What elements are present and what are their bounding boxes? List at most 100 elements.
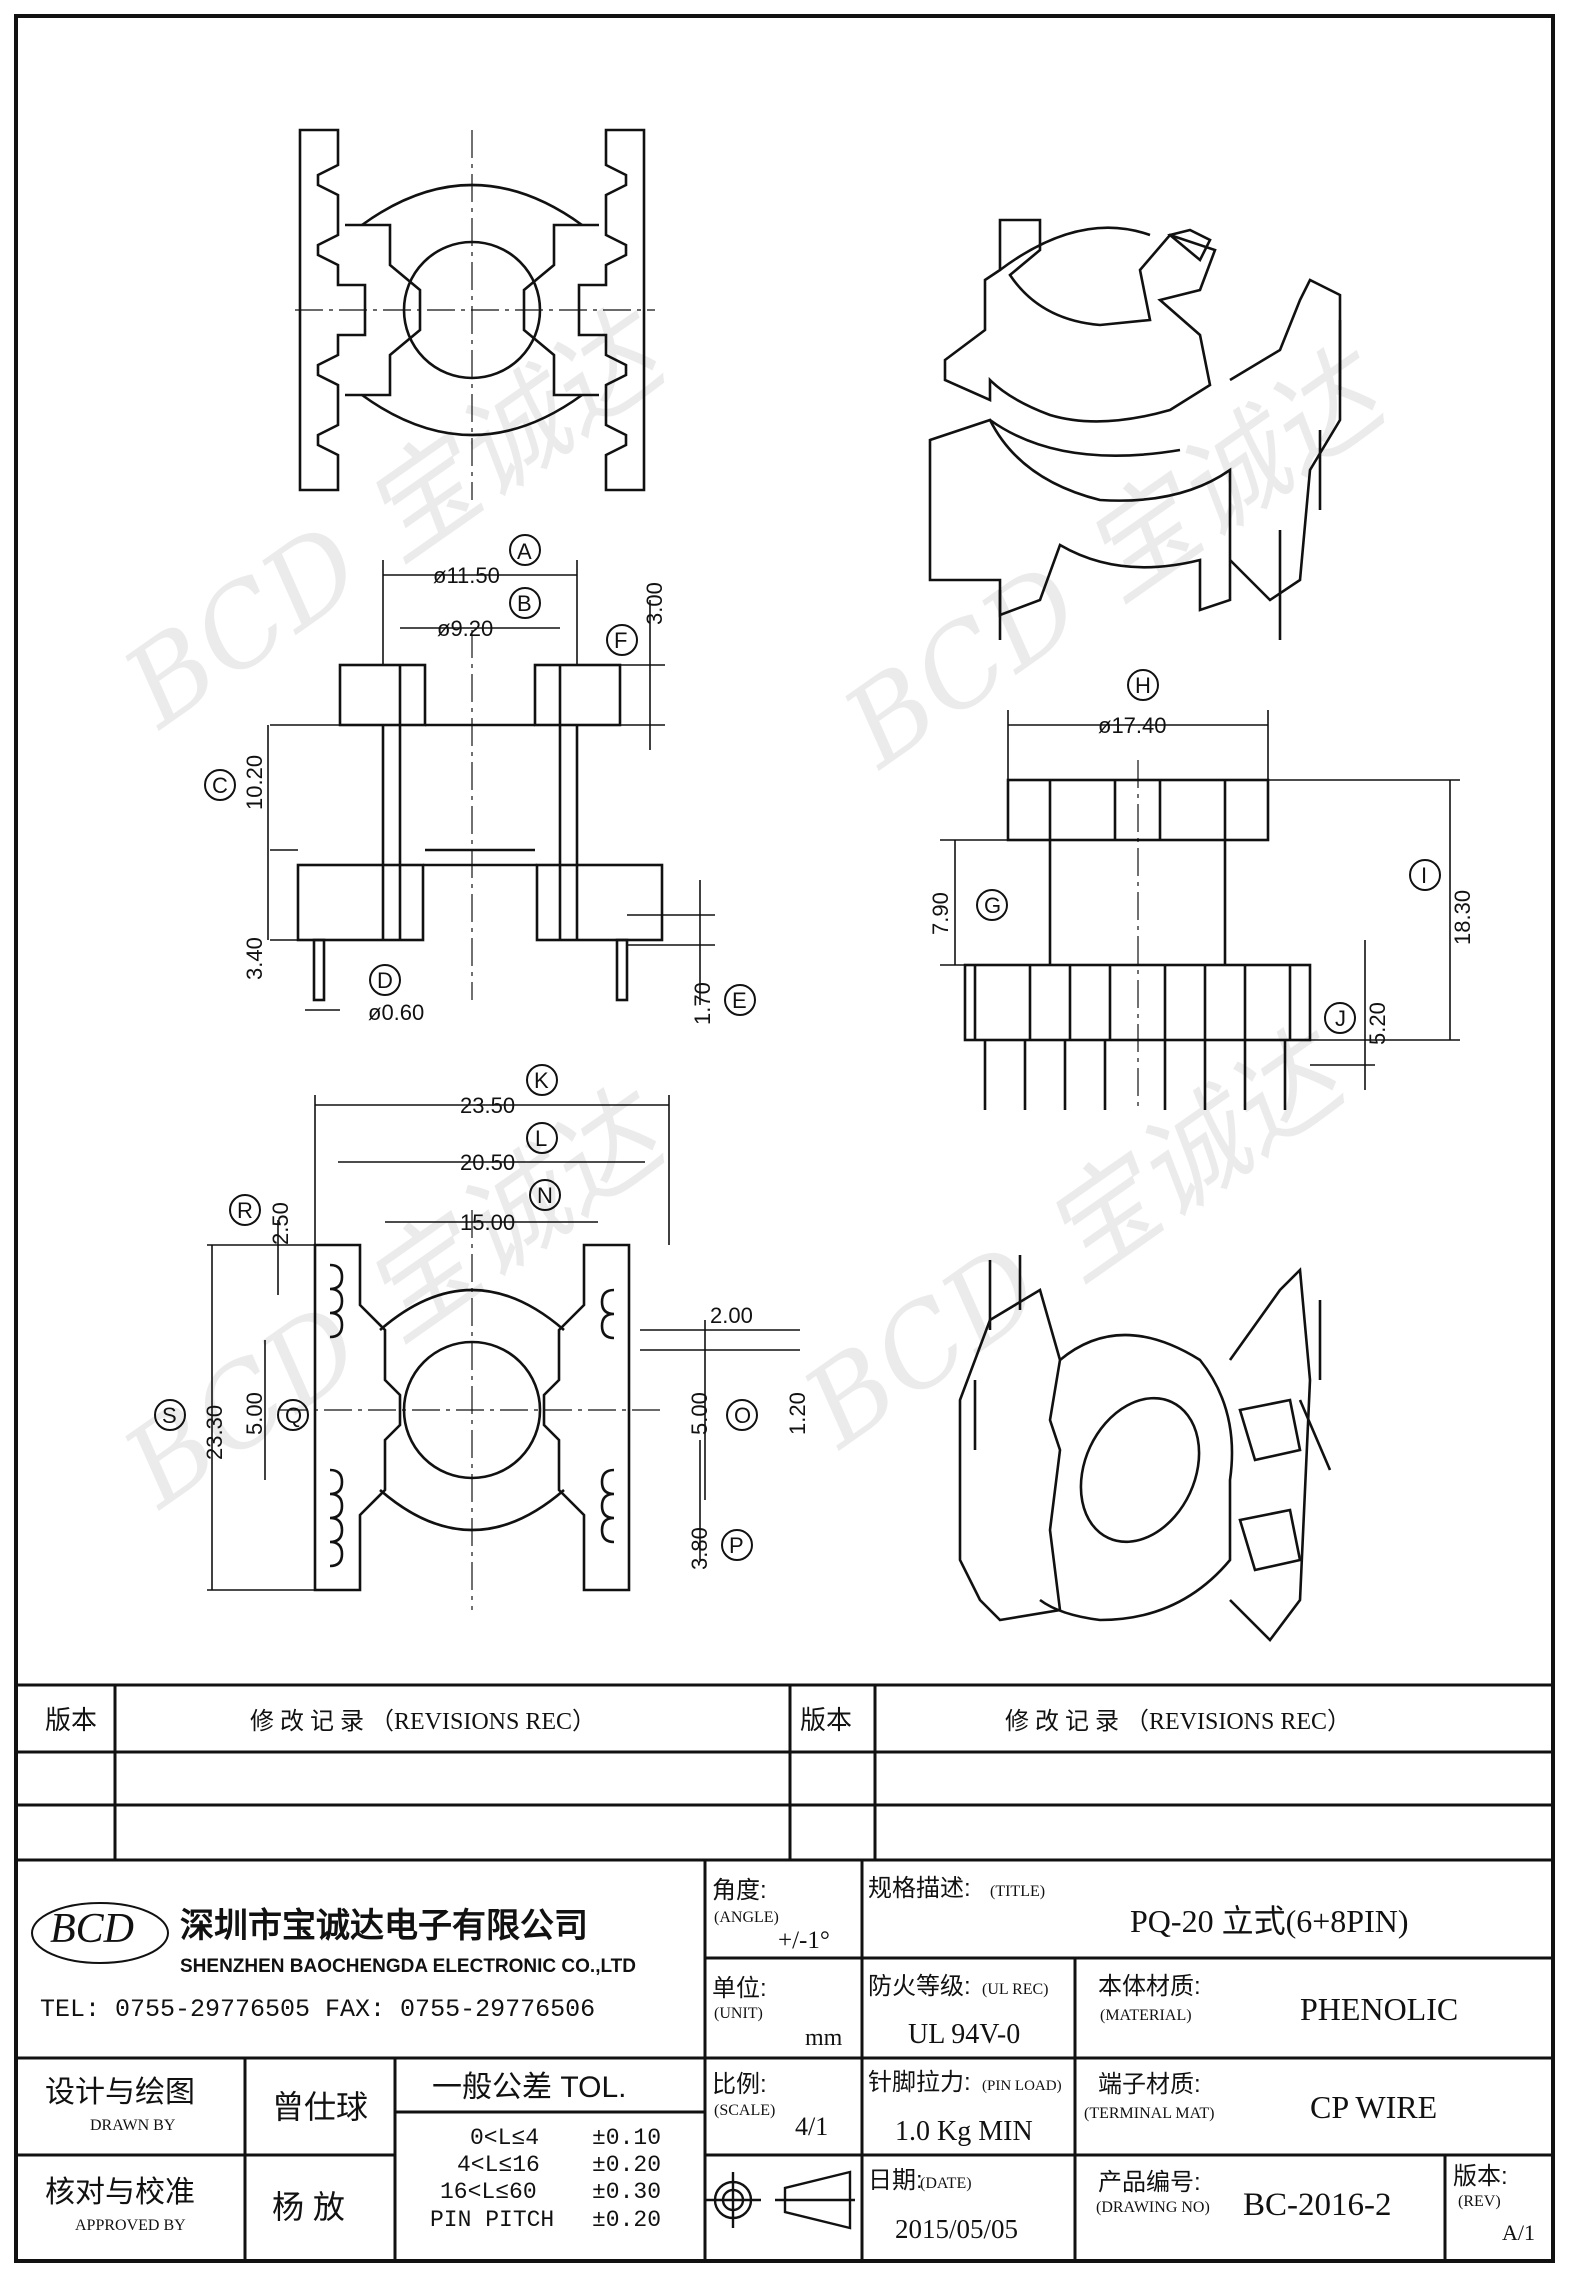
unit-label-en: (UNIT) xyxy=(714,2005,763,2022)
date-value: 2015/05/05 xyxy=(895,2214,1018,2244)
dim-b-value: ø9.20 xyxy=(437,616,493,641)
dim-f-marker xyxy=(606,624,638,656)
terminal-value: CP WIRE xyxy=(1310,2089,1437,2125)
angle-label-en: (ANGLE) xyxy=(714,1909,779,1926)
drawing-label-en: (DRAWING NO) xyxy=(1096,2199,1210,2216)
approved-label-en: APPROVED BY xyxy=(75,2217,186,2234)
dim-i-marker xyxy=(1409,859,1441,891)
scale-label-en: (SCALE) xyxy=(714,2102,775,2119)
svg-text:BCD: BCD xyxy=(50,1906,134,1952)
unit-label: 单位: xyxy=(712,1975,767,2002)
dim-g-marker xyxy=(976,889,1008,921)
dim-pitch-extra-value: 2.00 xyxy=(710,1303,753,1328)
rev-value: A/1 xyxy=(1502,2220,1535,2245)
company-name-en: SHENZHEN BAOCHENGDA ELECTRONIC CO.,LTD xyxy=(180,1956,636,1977)
dim-a-letter: A xyxy=(517,539,532,564)
dim-b-marker xyxy=(509,587,541,619)
title-value: PQ-20 立式(6+8PIN) xyxy=(1130,1903,1409,1939)
unit-value: mm xyxy=(805,2025,843,2051)
material-label: 本体材质: xyxy=(1098,1973,1201,2000)
dim-q-letter: Q xyxy=(285,1403,302,1428)
dim-d-value: ø0.60 xyxy=(368,1000,424,1025)
dim-h-marker xyxy=(1127,669,1159,701)
dim-h-letter: H xyxy=(1135,673,1151,698)
dim-p-marker xyxy=(721,1529,753,1561)
dim-l-marker xyxy=(526,1122,558,1154)
ul-label: 防火等级: xyxy=(868,1973,971,2000)
ul-label-en: (UL REC) xyxy=(982,1981,1049,1998)
title-block: BCD 深圳市宝诚达电子有限公司 SHENZHEN BAOCHENGDA ELE… xyxy=(16,1860,1553,2261)
dim-s-value: 23.30 xyxy=(202,1405,227,1460)
svg-text:BCD 宝诚达: BCD 宝诚达 xyxy=(100,284,693,753)
rev-header-ver-left: 版本 xyxy=(45,1706,97,1735)
rev-header-ver-right: 版本 xyxy=(800,1706,852,1735)
dim-h-value: ø17.40 xyxy=(1098,713,1167,738)
dim-o-letter: O xyxy=(734,1403,751,1428)
pinload-value: 1.0 Kg MIN xyxy=(895,2116,1033,2147)
dim-f-letter: F xyxy=(614,628,627,653)
top-view xyxy=(295,128,655,500)
dim-i-value: 18.30 xyxy=(1450,890,1475,945)
approved-label: 核对与校准 xyxy=(45,2176,195,2209)
company-name-cn: 深圳市宝诚达电子有限公司 xyxy=(180,1906,588,1945)
dim-k-letter: K xyxy=(534,1068,549,1093)
dim-g-value: 7.90 xyxy=(928,892,953,935)
iso-view-top xyxy=(928,218,1342,640)
dim-e-marker xyxy=(724,984,756,1016)
date-label-en: (DATE) xyxy=(920,2175,972,2192)
dim-f-value: 3.00 xyxy=(642,582,667,625)
dim-r-letter: R xyxy=(237,1198,253,1223)
drawing-value: BC-2016-2 xyxy=(1243,2187,1392,2223)
angle-value: +/-1° xyxy=(778,1927,830,1954)
dim-p-letter: P xyxy=(729,1533,744,1558)
dim-a-marker xyxy=(509,534,541,566)
ul-value: UL 94V-0 xyxy=(908,2019,1020,2050)
material-label-en: (MATERIAL) xyxy=(1100,2007,1192,2024)
dim-r-marker xyxy=(229,1194,261,1226)
dim-c-value: 10.20 xyxy=(242,755,267,810)
dim-e-value: 1.70 xyxy=(690,982,715,1025)
dim-q-marker xyxy=(277,1399,309,1431)
angle-label: 角度: xyxy=(712,1877,767,1904)
tol-range: PIN PITCH xyxy=(430,2207,554,2233)
dim-j-value: 5.20 xyxy=(1365,1002,1390,1045)
dim-c-marker xyxy=(204,769,236,801)
dim-b-letter: B xyxy=(517,591,532,616)
tol-value: ±0.30 xyxy=(592,2179,661,2205)
dim-g-letter: G xyxy=(984,893,1001,918)
dim-q-value: 5.00 xyxy=(242,1392,267,1435)
scale-label: 比例: xyxy=(712,2071,767,2098)
dim-n-value: 15.00 xyxy=(460,1210,515,1235)
tol-range: 0<L≤4 xyxy=(470,2125,539,2151)
scale-value: 4/1 xyxy=(795,2112,828,2141)
date-label: 日期: xyxy=(868,2167,923,2194)
dim-s-letter: S xyxy=(162,1403,177,1428)
dim-n-marker xyxy=(529,1179,561,1211)
material-value: PHENOLIC xyxy=(1300,1991,1458,2027)
dim-c-extra-value: 3.40 xyxy=(242,937,267,980)
company-contact: TEL: 0755-29776505 FAX: 0755-29776506 xyxy=(40,1995,595,2024)
drawing-label: 产品编号: xyxy=(1098,2169,1201,2196)
title-label: 规格描述: xyxy=(868,1875,971,1902)
dim-c-letter: C xyxy=(212,773,228,798)
dim-k-value: 23.50 xyxy=(460,1093,515,1118)
rev-label: 版本: xyxy=(1453,2163,1508,2190)
tol-table: 0<L≤4 ±0.10 4<L≤16 ±0.20 16<L≤60 ±0.30 P… xyxy=(430,2125,661,2233)
projection-symbol xyxy=(705,2170,855,2230)
company-logo: BCD xyxy=(31,1902,169,1964)
terminal-label: 端子材质: xyxy=(1098,2071,1201,2098)
tol-value: ±0.20 xyxy=(592,2207,661,2233)
bottom-view: 23.50 K 20.50 L 15.00 N 2.50 R 23.30 S 5… xyxy=(154,1064,810,1610)
tol-range: 4<L≤16 xyxy=(457,2152,540,2178)
dim-k-marker xyxy=(526,1064,558,1096)
rev-label-en: (REV) xyxy=(1458,2193,1501,2210)
pinload-label-en: (PIN LOAD) xyxy=(982,2078,1062,2094)
dim-o-value: 5.00 xyxy=(687,1392,712,1435)
dim-d-letter: D xyxy=(377,968,393,993)
dim-j-marker xyxy=(1324,1002,1356,1034)
tol-value: ±0.20 xyxy=(592,2152,661,2178)
drawn-value: 曾仕球 xyxy=(272,2089,368,2125)
svg-text:BCD 宝诚达: BCD 宝诚达 xyxy=(100,1064,693,1533)
sheet-border xyxy=(14,14,1555,2263)
terminal-label-en: (TERMINAL MAT) xyxy=(1084,2105,1215,2122)
